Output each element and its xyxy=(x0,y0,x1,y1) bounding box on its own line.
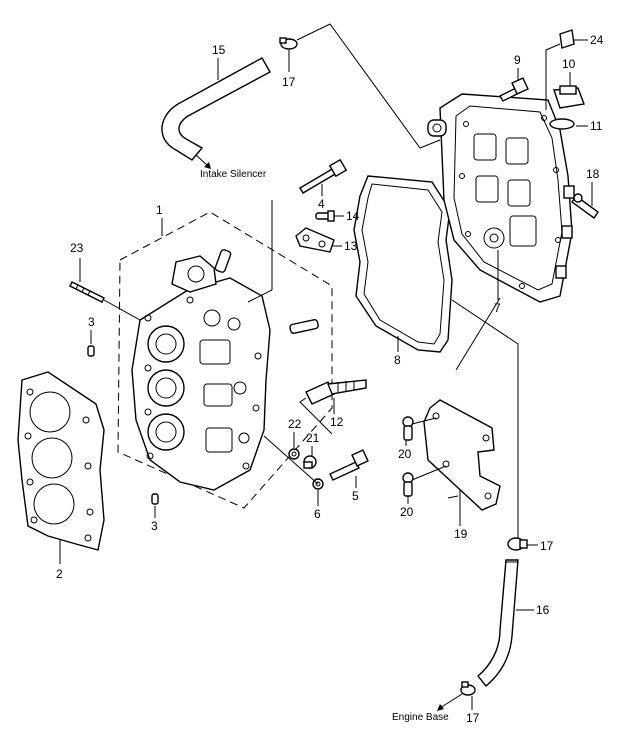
label-18: 18 xyxy=(586,167,600,181)
intake-silencer-arrow-icon xyxy=(204,162,211,169)
connection-line-bolt4 xyxy=(247,200,273,303)
label-17-upper: 17 xyxy=(282,75,296,89)
leader-intake-silencer xyxy=(195,154,209,167)
label-16: 16 xyxy=(536,603,550,617)
label-2: 2 xyxy=(56,567,63,581)
engine-base-arrow-icon xyxy=(437,704,444,711)
plug-21 xyxy=(303,455,317,469)
label-7: 7 xyxy=(494,301,501,315)
label-20-upper: 20 xyxy=(398,447,412,461)
label-4: 4 xyxy=(318,197,325,211)
label-20-lower: 20 xyxy=(400,505,414,519)
label-6: 6 xyxy=(314,507,321,521)
dowel-pin-upper xyxy=(87,345,95,357)
leader-engine-base xyxy=(439,693,463,709)
breather-hose xyxy=(571,193,599,219)
label-1: 1 xyxy=(156,203,163,217)
bolt-5 xyxy=(329,449,369,481)
head-stud-upper xyxy=(214,249,232,273)
intake-hose xyxy=(161,57,271,161)
stud-bolt xyxy=(69,281,105,303)
label-9: 9 xyxy=(514,53,521,67)
spark-plug xyxy=(305,379,367,405)
screw-14 xyxy=(315,210,335,222)
label-17-lower: 17 xyxy=(466,711,480,725)
label-tag xyxy=(559,29,575,49)
head-cover xyxy=(427,93,575,303)
cylinder-head-assembly-outline xyxy=(117,211,333,509)
bolt-4 xyxy=(299,158,348,194)
hose-clamp-lower xyxy=(460,681,476,696)
label-8: 8 xyxy=(394,353,401,367)
hose-clamp-middle xyxy=(507,537,528,551)
label-5: 5 xyxy=(352,489,359,503)
label-23: 23 xyxy=(70,241,84,255)
hose-clamp-upper xyxy=(279,37,298,50)
label-14: 14 xyxy=(346,209,360,223)
label-24: 24 xyxy=(590,33,604,47)
cylinder-head xyxy=(131,255,271,491)
connection-line-lower xyxy=(451,299,519,540)
label-21: 21 xyxy=(306,431,320,445)
label-3-upper: 3 xyxy=(88,315,95,329)
label-19: 19 xyxy=(454,527,468,541)
cover-plate-13 xyxy=(295,227,335,253)
dowel-pin-lower xyxy=(151,493,159,505)
screw-20-upper xyxy=(402,416,414,441)
bolt-9 xyxy=(499,77,529,102)
label-11: 11 xyxy=(590,119,603,133)
label-17-middle: 17 xyxy=(540,539,554,553)
intake-silencer-caption: Intake Silencer xyxy=(200,169,267,180)
label-10: 10 xyxy=(562,57,576,71)
oil-filler-cap xyxy=(553,85,585,109)
head-gasket xyxy=(17,371,105,551)
cover-plate-19 xyxy=(423,399,501,511)
washer-22 xyxy=(288,448,300,460)
label-13: 13 xyxy=(344,239,358,253)
screw-20-lower xyxy=(402,472,414,497)
label-15: 15 xyxy=(212,43,226,57)
label-12: 12 xyxy=(330,415,344,429)
label-22: 22 xyxy=(288,417,302,431)
connection-line-upper xyxy=(296,23,441,149)
engine-base-caption: Engine Base xyxy=(392,712,449,723)
head-cover-gasket xyxy=(353,175,453,353)
o-ring xyxy=(549,118,575,130)
drain-hose xyxy=(477,559,519,687)
head-stud-right xyxy=(289,319,319,334)
label-3-lower: 3 xyxy=(151,519,158,533)
